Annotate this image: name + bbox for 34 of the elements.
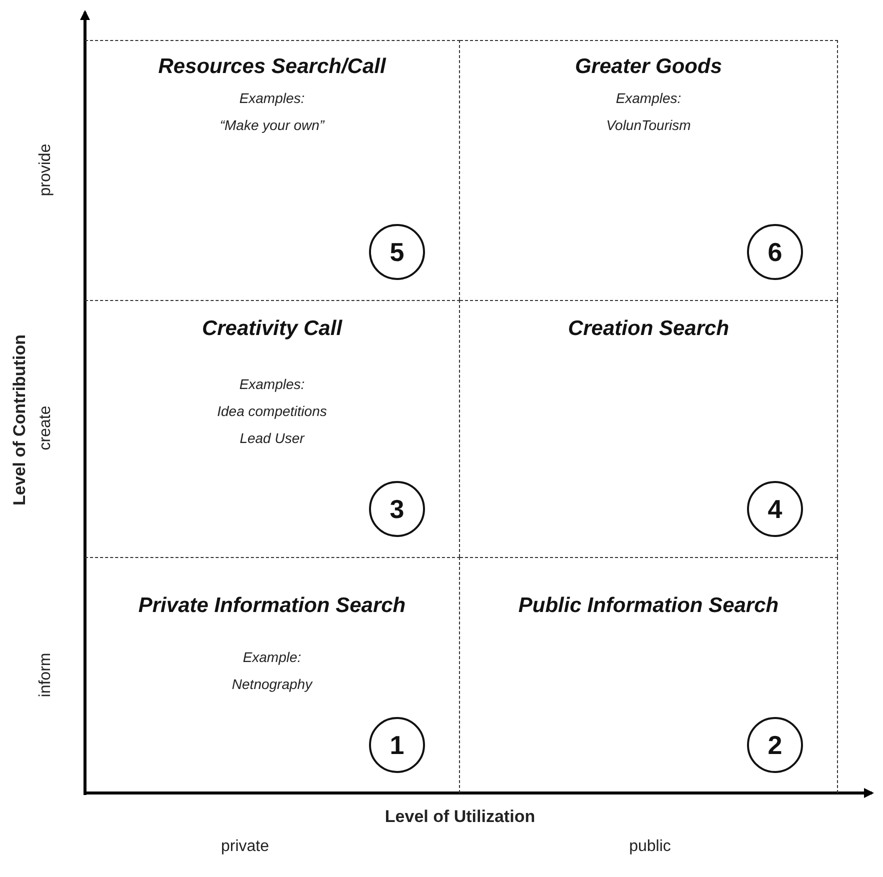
quadrant-title: Creation Search <box>568 317 730 341</box>
axis-title: Level of Contribution <box>10 334 30 506</box>
example-text: Example: <box>242 648 302 667</box>
quadrant-cell <box>460 300 838 557</box>
number-circle: 1 <box>369 717 425 773</box>
quadrant-title: Greater Goods <box>574 55 722 79</box>
example-text: Netnography <box>232 675 312 694</box>
quadrant-cell <box>460 557 838 793</box>
axis-level-label: provide <box>37 144 55 196</box>
quadrant-title: Creativity Call <box>202 317 342 341</box>
quadrant-cell <box>460 40 838 300</box>
example-text: “Make your own” <box>220 116 324 135</box>
quadrant-title: Private Information Search <box>138 594 406 618</box>
number-circle: 6 <box>747 224 803 280</box>
number-circle: 2 <box>747 717 803 773</box>
example-text: Examples: <box>239 89 305 108</box>
axis-level-label: inform <box>37 652 55 698</box>
axis-title: Level of Utilization <box>384 807 536 827</box>
number-circle: 3 <box>369 481 425 537</box>
quadrant-cell <box>85 40 460 300</box>
quadrant-title: Public Information Search <box>518 594 779 618</box>
example-text: VolunTourism <box>606 116 691 135</box>
example-text: Examples: <box>239 375 305 394</box>
quadrant-cell <box>85 557 460 793</box>
example-text: Lead User <box>240 429 304 448</box>
axis-level-label: create <box>37 406 55 450</box>
axis-level-label: private <box>220 838 270 856</box>
number-circle: 5 <box>369 224 425 280</box>
quadrant-cell <box>85 300 460 557</box>
example-text: Idea competitions <box>217 402 327 421</box>
number-circle: 4 <box>747 481 803 537</box>
axis-level-label: public <box>629 838 671 856</box>
example-text: Examples: <box>616 89 682 108</box>
quadrant-title: Resources Search/Call <box>158 55 386 79</box>
